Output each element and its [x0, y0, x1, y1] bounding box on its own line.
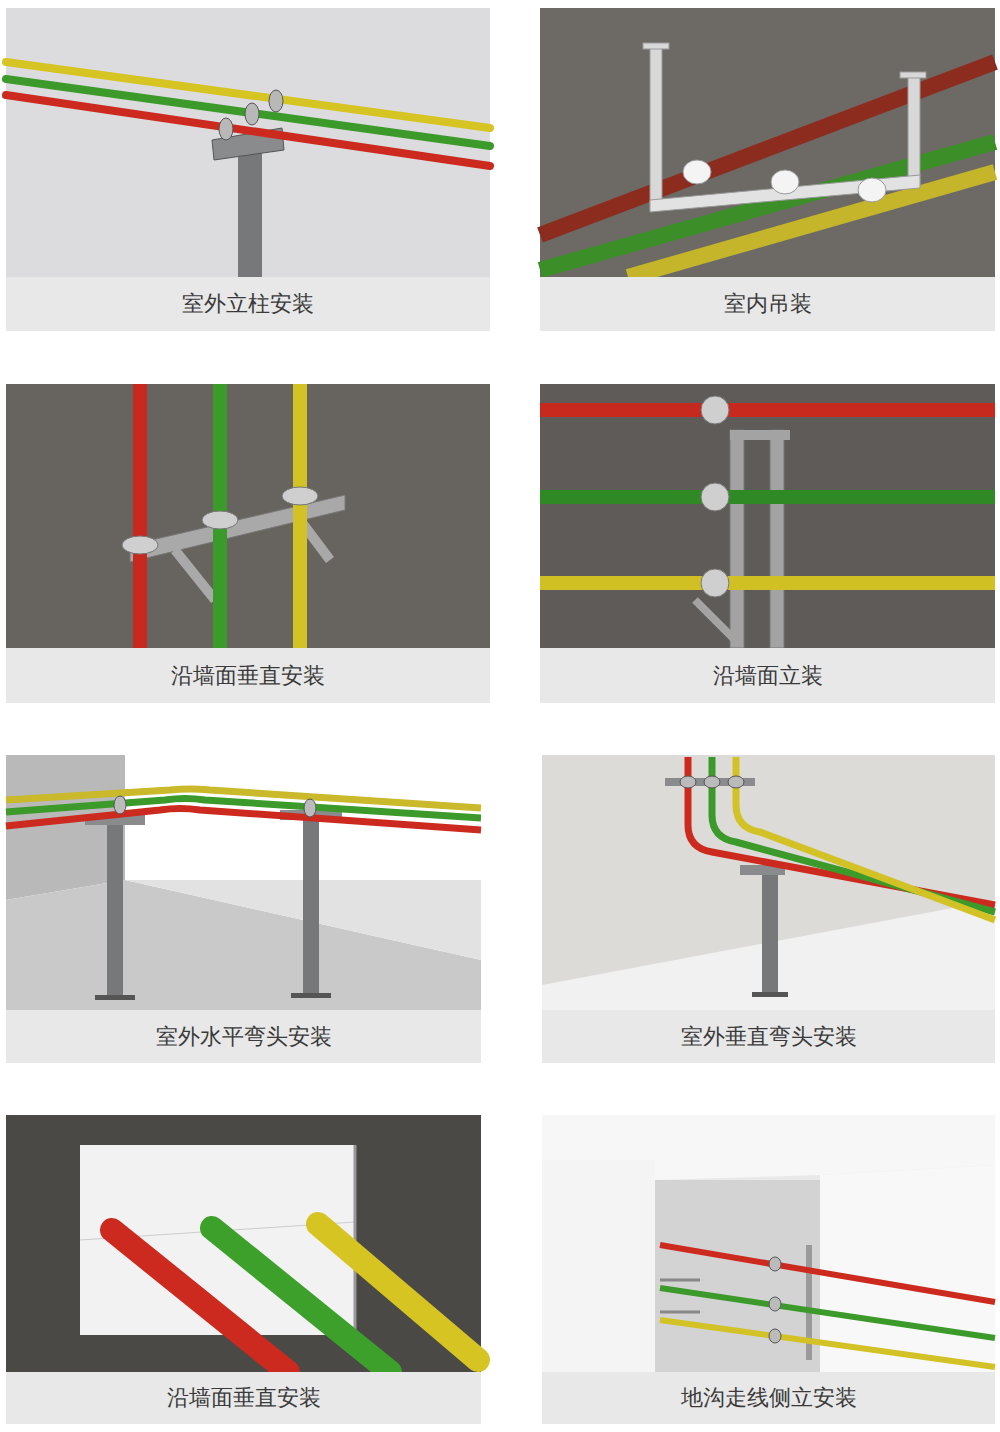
vertical-elbow-panel-part — [542, 755, 995, 1010]
vertical-elbow-panel-part — [704, 776, 720, 788]
caption-band: 沿墙面垂直安装 — [6, 648, 490, 703]
indoor-hanging-panel-part — [650, 45, 662, 210]
outdoor-column-panel-part — [269, 90, 283, 112]
trench-panel-part — [820, 1165, 995, 1372]
wall-vertical-panel — [6, 384, 490, 648]
caption-band: 沿墙面立装 — [540, 648, 995, 703]
indoor-hanging-panel-part — [900, 72, 926, 78]
vertical-elbow-panel-part — [762, 875, 778, 995]
through-wall-panel — [6, 1115, 481, 1372]
vertical-elbow-panel-part — [688, 757, 995, 905]
trench-panel-part — [655, 1180, 820, 1372]
vertical-elbow-panel-part — [752, 992, 788, 997]
wall-vertical-panel-part — [202, 511, 238, 529]
horizontal-elbow-panel — [6, 755, 481, 1010]
indoor-hanging-panel-part — [643, 43, 669, 49]
indoor-hanging-panel-part — [540, 8, 995, 277]
outdoor-column-panel-part — [6, 62, 490, 128]
wall-standing-panel-part — [695, 600, 735, 640]
horizontal-elbow-panel-part — [6, 880, 481, 1010]
caption-band: 地沟走线侧立安装 — [542, 1372, 995, 1424]
vertical-elbow-panel — [542, 755, 995, 1010]
wall-standing-panel-part — [730, 430, 790, 440]
wall-standing-panel-part — [770, 430, 784, 648]
horizontal-elbow-panel-part — [291, 993, 331, 998]
through-wall-panel-part — [6, 1115, 481, 1372]
trench-panel-part — [769, 1257, 781, 1271]
caption-band: 室外立柱安装 — [6, 277, 490, 331]
indoor-hanging-panel-part — [540, 142, 995, 270]
horizontal-elbow-panel-part — [303, 820, 319, 998]
indoor-hanging-panel-part — [628, 172, 995, 277]
horizontal-elbow-panel-part — [114, 796, 126, 814]
caption-text: 沿墙面立装 — [713, 661, 823, 691]
trench-panel-part — [542, 1115, 995, 1372]
wall-standing-panel-part — [701, 396, 729, 424]
wall-vertical-panel-part — [122, 536, 158, 554]
trench-panel-part — [542, 1160, 655, 1372]
caption-text: 沿墙面垂直安装 — [171, 661, 325, 691]
caption-text: 地沟走线侧立安装 — [681, 1383, 857, 1413]
wall-standing-panel-part — [730, 430, 744, 648]
caption-band: 室外垂直弯头安装 — [542, 1010, 995, 1063]
wall-standing-panel-part — [540, 576, 995, 590]
trench-panel-part — [660, 1279, 700, 1282]
trench-panel-part — [769, 1329, 781, 1343]
vertical-elbow-panel-part — [728, 776, 744, 788]
indoor-hanging-panel-part — [858, 178, 886, 202]
wall-vertical-panel-part — [282, 487, 318, 505]
trench-panel-part — [660, 1311, 700, 1314]
indoor-hanging-panel — [540, 8, 995, 277]
wall-vertical-panel-part — [130, 495, 345, 562]
horizontal-elbow-panel-part — [107, 825, 123, 1000]
caption-band: 沿墙面垂直安装 — [6, 1372, 481, 1424]
wall-vertical-panel-part — [175, 550, 215, 600]
wall-standing-panel — [540, 384, 995, 648]
horizontal-elbow-panel-part — [6, 755, 481, 1010]
through-wall-panel-part — [318, 1224, 478, 1360]
outdoor-column-panel-part — [245, 103, 259, 125]
outdoor-column-panel-part — [6, 8, 490, 277]
vertical-elbow-panel-part — [736, 757, 995, 920]
trench-panel-part — [660, 1320, 995, 1367]
indoor-hanging-panel-part — [771, 170, 799, 194]
wall-standing-panel-part — [701, 483, 729, 511]
outdoor-column-panel-part — [6, 95, 490, 166]
caption-text: 室内吊装 — [724, 289, 812, 319]
trench-panel — [542, 1115, 995, 1372]
trench-panel-part — [660, 1288, 995, 1338]
wall-vertical-panel-part — [6, 384, 490, 648]
wall-vertical-panel-part — [133, 384, 147, 648]
indoor-hanging-panel-part — [683, 160, 711, 184]
wall-standing-panel-part — [540, 384, 995, 648]
outdoor-column-panel-part — [6, 79, 490, 146]
vertical-elbow-panel-part — [680, 776, 696, 788]
caption-text: 室外立柱安装 — [182, 289, 314, 319]
through-wall-panel-part — [112, 1230, 288, 1372]
caption-band: 室外水平弯头安装 — [6, 1010, 481, 1063]
outdoor-column-panel-part — [238, 150, 262, 277]
wall-standing-panel-part — [540, 490, 995, 504]
wall-vertical-panel-part — [293, 384, 307, 648]
trench-panel-part — [769, 1297, 781, 1311]
horizontal-elbow-panel-part — [95, 995, 135, 1000]
caption-text: 室外垂直弯头安装 — [681, 1022, 857, 1052]
horizontal-elbow-panel-part — [304, 799, 316, 817]
caption-text: 沿墙面垂直安装 — [167, 1383, 321, 1413]
indoor-hanging-panel-part — [908, 75, 920, 185]
horizontal-elbow-panel-part — [6, 809, 481, 831]
outdoor-column-panel-part — [219, 118, 233, 140]
wall-standing-panel-part — [540, 403, 995, 417]
caption-text: 室外水平弯头安装 — [156, 1022, 332, 1052]
outdoor-column-panel — [6, 8, 490, 277]
wall-standing-panel-part — [701, 569, 729, 597]
caption-band: 室内吊装 — [540, 277, 995, 331]
